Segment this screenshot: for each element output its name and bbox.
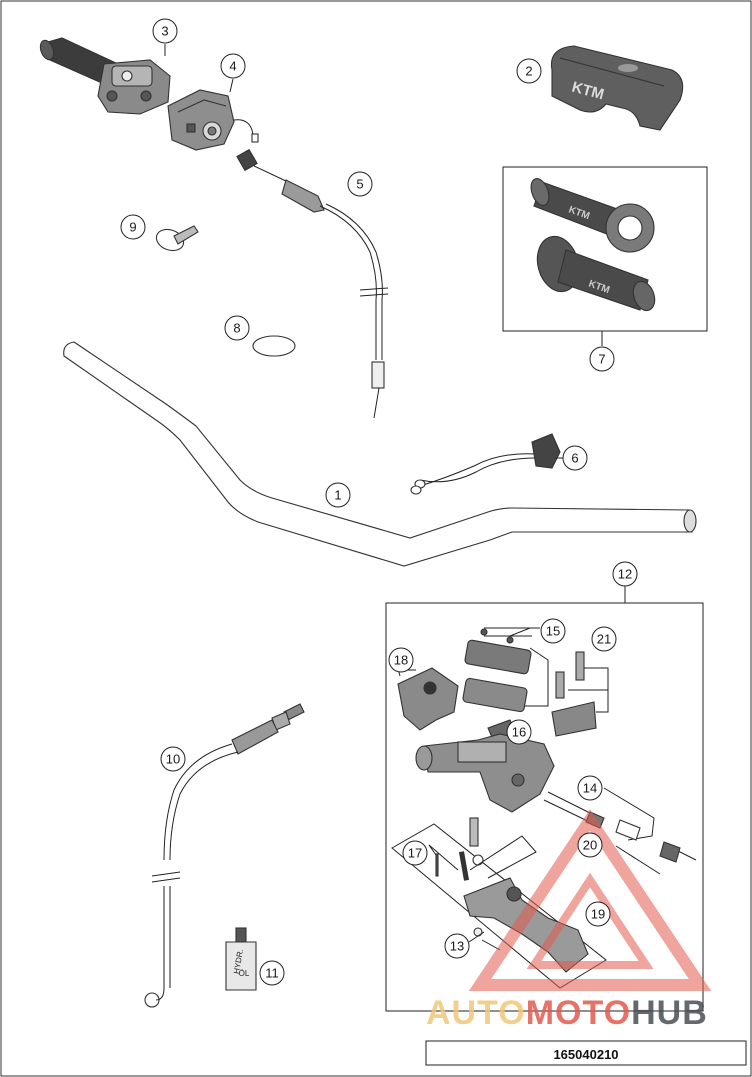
callout-circle bbox=[516, 58, 542, 84]
callout-circle bbox=[562, 445, 588, 471]
callout-12: 12 bbox=[612, 561, 638, 587]
o-ring-part bbox=[252, 335, 296, 357]
handlebar-part bbox=[63, 341, 697, 567]
callout-number: 19 bbox=[591, 907, 605, 922]
bottle-label-line2: ÖL bbox=[239, 969, 250, 978]
callout-number: 1 bbox=[334, 488, 341, 503]
callout-number: 16 bbox=[512, 725, 526, 740]
callout-circle bbox=[506, 719, 532, 745]
svg-text:AUTOMOTOHUB: AUTOMOTOHUB bbox=[426, 994, 708, 1032]
watermark-wordmark: AUTOMOTOHUB bbox=[426, 994, 708, 1032]
callout-number: 12 bbox=[618, 567, 632, 582]
callout-13: 13 bbox=[444, 933, 470, 959]
callout-circle bbox=[120, 214, 146, 240]
callout-18: 18 bbox=[388, 647, 414, 673]
pad-logo-emblem bbox=[618, 64, 638, 72]
callout-circle bbox=[388, 647, 414, 673]
callout-7: 7 bbox=[589, 346, 615, 372]
callout-8: 8 bbox=[224, 315, 250, 341]
callout-6: 6 bbox=[562, 445, 588, 471]
callout-21: 21 bbox=[591, 626, 617, 652]
handlebar-pad-part: KTM bbox=[550, 45, 684, 131]
callout-9: 9 bbox=[120, 214, 146, 240]
callout-1: 1 bbox=[325, 482, 351, 508]
callout-10: 10 bbox=[160, 746, 186, 772]
callout-number: 3 bbox=[161, 24, 168, 39]
callout-circle bbox=[259, 960, 285, 986]
callout-circle bbox=[325, 482, 351, 508]
callout-circle bbox=[152, 18, 178, 44]
cable-tie-part bbox=[155, 225, 199, 252]
callout-15: 15 bbox=[540, 618, 566, 644]
watermark-triangle-outer bbox=[468, 809, 712, 991]
diagram-number-box: 165040210 bbox=[425, 1040, 747, 1066]
watermark bbox=[468, 809, 712, 991]
callout-3: 3 bbox=[152, 18, 178, 44]
callout-2: 2 bbox=[516, 58, 542, 84]
kill-switch-part bbox=[410, 433, 561, 495]
callout-circle bbox=[577, 775, 603, 801]
callout-number: 7 bbox=[598, 352, 605, 367]
callout-number: 6 bbox=[571, 451, 578, 466]
callout-circle bbox=[444, 933, 470, 959]
grip-set-part: KTM KTM bbox=[502, 166, 708, 346]
callout-circle bbox=[347, 171, 373, 197]
callout-5: 5 bbox=[347, 171, 373, 197]
throttle-grip-part bbox=[39, 37, 171, 115]
callout-circle bbox=[540, 618, 566, 644]
watermark-word-auto: AUTO bbox=[426, 994, 526, 1032]
callout-number: 20 bbox=[583, 838, 597, 853]
callout-number: 9 bbox=[129, 220, 136, 235]
callout-circle bbox=[612, 561, 638, 587]
clutch-master-cylinder-part bbox=[385, 584, 704, 1012]
clutch-line-part bbox=[144, 703, 305, 1008]
watermark-word-moto: MOTO bbox=[526, 994, 631, 1032]
callout-circle bbox=[402, 840, 428, 866]
watermark-triangle-inner bbox=[526, 872, 654, 969]
callout-circle bbox=[585, 901, 611, 927]
callout-number: 18 bbox=[394, 653, 408, 668]
callout-number: 14 bbox=[583, 781, 597, 796]
callout-number: 10 bbox=[166, 752, 180, 767]
callout-number: 5 bbox=[356, 177, 363, 192]
callout-number: 17 bbox=[408, 846, 422, 861]
callout-19: 19 bbox=[585, 901, 611, 927]
watermark-word-hub: HUB bbox=[631, 994, 708, 1032]
bottle-label-line1: HYDR. bbox=[232, 949, 245, 975]
callout-circle bbox=[589, 346, 615, 372]
callout-circle bbox=[577, 832, 603, 858]
callout-11: 11 bbox=[259, 960, 285, 986]
callout-number: 21 bbox=[597, 632, 611, 647]
callout-17: 17 bbox=[402, 840, 428, 866]
throttle-housing-part bbox=[167, 89, 259, 151]
hydraulic-oil-bottle-part: HYDR. ÖL bbox=[225, 927, 257, 991]
callout-14: 14 bbox=[577, 775, 603, 801]
callout-20: 20 bbox=[577, 832, 603, 858]
throttle-cable-part bbox=[236, 148, 389, 419]
callout-number: 4 bbox=[229, 59, 236, 74]
callout-circle bbox=[224, 315, 250, 341]
callout-number: 2 bbox=[525, 64, 532, 79]
callout-4: 4 bbox=[220, 53, 246, 79]
callout-number: 8 bbox=[233, 321, 240, 336]
callout-16: 16 bbox=[506, 719, 532, 745]
callout-number: 11 bbox=[265, 966, 279, 981]
diagram-number: 165040210 bbox=[553, 1047, 618, 1062]
callout-number: 15 bbox=[546, 624, 560, 639]
callout-circle bbox=[160, 746, 186, 772]
callout-circle bbox=[220, 53, 246, 79]
callout-number: 13 bbox=[450, 939, 464, 954]
callout-circle bbox=[591, 626, 617, 652]
